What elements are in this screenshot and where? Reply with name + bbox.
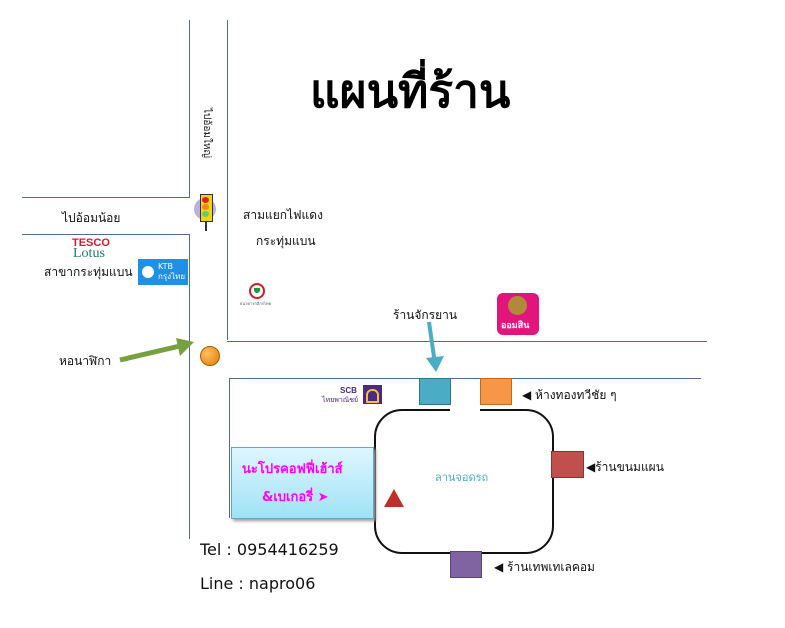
- shop-name-line2: &เบเกอรี่ ➤: [262, 486, 329, 507]
- bakery-shop-label: ◀ร้านขนมแผน: [586, 458, 664, 477]
- clock-tower-marker: [200, 346, 220, 366]
- bike-shop-arrow-icon: [426, 321, 444, 372]
- telecom-shop-text: ร้านเทพเทเลคอม: [507, 560, 595, 574]
- shop-name-2: &เบเกอรี่: [262, 490, 314, 505]
- road-line: [189, 234, 190, 539]
- road-line: [189, 20, 190, 197]
- clock-tower-arrow-icon: [119, 338, 194, 363]
- road-line: [227, 341, 707, 342]
- left-arrow-icon: ◀: [586, 460, 596, 474]
- triangle-marker-icon: [384, 489, 404, 507]
- road-line: [22, 197, 190, 198]
- shop-name: นะโปรคอฟฟี่เฮ้าส์: [242, 462, 343, 477]
- gsb-logo-text: ออมสิน: [501, 321, 530, 331]
- road-line: [22, 234, 190, 235]
- intersection-label: สามแยกไฟแดง: [243, 208, 323, 222]
- gold-shop-text: ห้างทองทวีชัย ๆ: [535, 388, 617, 402]
- right-arrow-icon: ➤: [313, 490, 329, 505]
- north-road-label: ไปอ้อมใหญ่: [201, 108, 212, 158]
- ktb-logo-text-thai: กรุงไทย: [158, 272, 186, 281]
- map-title: แผนที่ร้าน: [310, 64, 511, 118]
- telecom-shop-label: ◀ ร้านเทพเทเลคอม: [494, 558, 595, 577]
- parking-lot: [374, 409, 554, 554]
- gold-shop-marker: [480, 378, 512, 405]
- clock-tower-label: หอนาฬิกา: [59, 354, 112, 368]
- gsb-logo: ออมสิน: [497, 293, 539, 335]
- road-line: [229, 378, 230, 518]
- ktb-logo: KTB กรุงไทย: [138, 259, 188, 285]
- parking-label: ลานจอดรถ: [435, 471, 489, 484]
- parking-entrance: [450, 400, 480, 414]
- bike-shop-label: ร้านจักรยาน: [393, 308, 458, 322]
- tel-label: Tel : 0954416259: [200, 540, 339, 559]
- scb-logo: [363, 385, 382, 404]
- scb-logo-thai: ไทยพาณิชย์: [322, 397, 359, 404]
- line-label: Line : napro06: [200, 574, 316, 593]
- scb-logo-text: SCB: [340, 386, 357, 395]
- gold-shop-label: ◀ ห้างทองทวีชัย ๆ: [522, 386, 617, 405]
- road-line: [227, 20, 228, 340]
- lotus-logo: Lotus: [73, 246, 105, 261]
- tesco-branch-label: สาขากระทุ่มแบน: [44, 265, 133, 279]
- left-arrow-icon: ◀: [522, 388, 536, 402]
- telecom-shop-marker: [450, 551, 482, 578]
- bakery-shop-text: ร้านขนมแผน: [595, 460, 664, 474]
- kbank-logo-text: ธนาคารกสิกรไทย: [240, 301, 271, 306]
- road-line: [229, 378, 701, 379]
- left-arrow-icon: ◀: [494, 560, 508, 574]
- kbank-logo: ธนาคารกสิกรไทย: [240, 283, 272, 313]
- traffic-light-icon: [194, 194, 218, 234]
- bike-shop-marker: [419, 378, 451, 405]
- intersection-district-label: กระทุ่มแบน: [256, 234, 316, 248]
- bakery-shop-marker: [551, 451, 584, 478]
- our-shop-box: นะโปรคอฟฟี่เฮ้าส์ &เบเกอรี่ ➤: [231, 447, 374, 519]
- tesco-logo: TESCO: [72, 237, 110, 249]
- west-road-label: ไปอ้อมน้อย: [62, 211, 121, 225]
- ktb-logo-text: KTB: [158, 262, 173, 271]
